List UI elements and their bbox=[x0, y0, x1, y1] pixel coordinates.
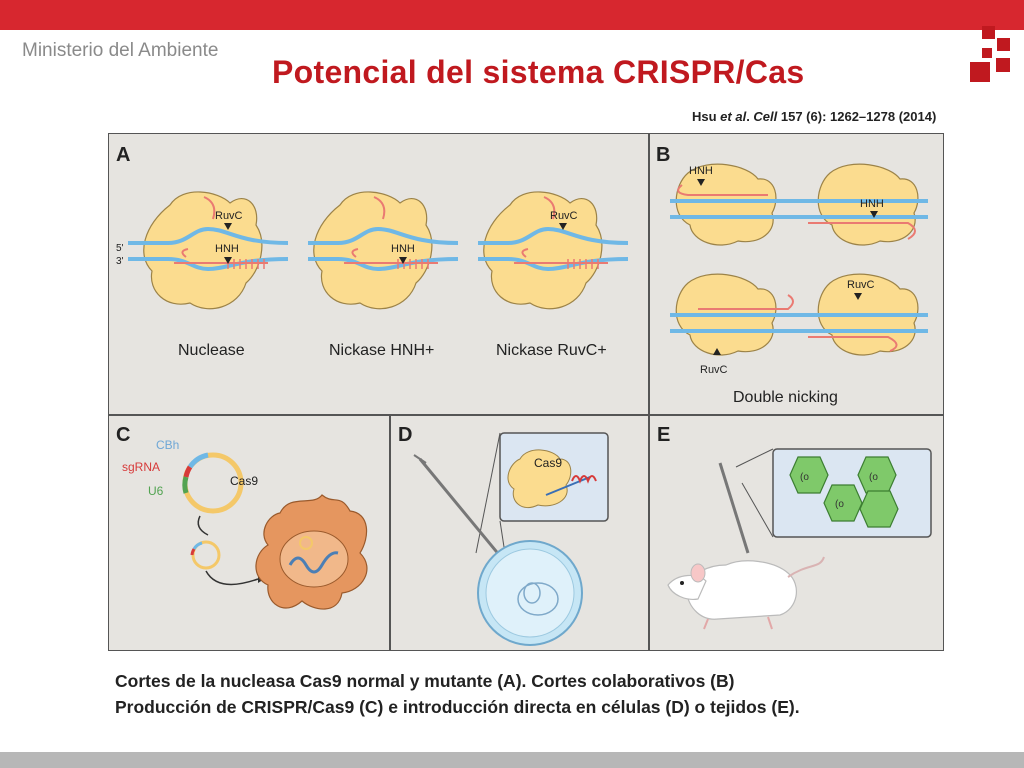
caption-line-1: Cortes de la nucleasa Cas9 normal y muta… bbox=[115, 671, 735, 691]
page-title: Potencial del sistema CRISPR/Cas bbox=[272, 54, 805, 90]
nuclease-ruvc-label: RuvC bbox=[215, 210, 243, 222]
label-u6: U6 bbox=[148, 484, 164, 498]
panel-e-letter: E bbox=[657, 424, 670, 446]
label-cas9-inset: Cas9 bbox=[534, 456, 562, 470]
top-bar bbox=[0, 0, 1024, 30]
label-cbh: CBh bbox=[156, 438, 179, 452]
b-ruvc-label-1: RuvC bbox=[700, 364, 728, 376]
b-hnh-label-1: HNH bbox=[689, 165, 713, 177]
ministry-name: Ministerio del Ambiente bbox=[22, 40, 219, 61]
nuclease-hnh-label: HNH bbox=[215, 243, 239, 255]
ministry-logo bbox=[970, 26, 1010, 82]
label-cas9-plasmid: Cas9 bbox=[230, 474, 258, 488]
label-sgrna: sgRNA bbox=[122, 460, 160, 474]
nuclease-complex: RuvC HNH 5' 3' bbox=[116, 191, 289, 310]
panel-b: B HNH HNH RuvC RuvC Double nicking bbox=[656, 144, 928, 406]
figure-caption: Cortes de la nucleasa Cas9 normal y muta… bbox=[115, 668, 955, 720]
panel-c-letter: C bbox=[116, 424, 130, 446]
svg-text:(o: (o bbox=[800, 472, 809, 483]
label-double-nicking: Double nicking bbox=[733, 389, 838, 406]
nickase-ruvc-complex: RuvC bbox=[478, 191, 629, 310]
b-ruvc-label-2: RuvC bbox=[847, 279, 875, 291]
panel-d-letter: D bbox=[398, 424, 412, 446]
panel-a: A RuvC HNH 5' 3' HNH bbox=[116, 144, 629, 359]
crispr-figure: A RuvC HNH 5' 3' HNH bbox=[108, 133, 944, 651]
b-hnh-label-2: HNH bbox=[860, 198, 884, 210]
nickase-ruvc-site-label: RuvC bbox=[550, 210, 578, 222]
caption-line-2: Producción de CRISPR/Cas9 (C) e introduc… bbox=[115, 697, 800, 717]
strand-3-label: 3' bbox=[116, 256, 124, 267]
bottom-bar bbox=[0, 752, 1024, 768]
protein-b2 bbox=[817, 163, 919, 246]
panel-c: C CBh sgRNA U6 Cas9 bbox=[116, 424, 368, 610]
label-nickase-hnh: Nickase HNH+ bbox=[329, 342, 434, 359]
nickase-hnh-complex: HNH bbox=[308, 191, 459, 310]
panel-d: D Cas9 bbox=[398, 424, 609, 646]
citation: Hsu et al. Cell 157 (6): 1262–1278 (2014… bbox=[692, 109, 937, 124]
label-nuclease: Nuclease bbox=[178, 342, 245, 359]
svg-text:(o: (o bbox=[835, 499, 844, 510]
panel-b-letter: B bbox=[656, 144, 670, 166]
panel-e: E (o (o (o bbox=[657, 424, 932, 630]
strand-5-label: 5' bbox=[116, 243, 124, 254]
svg-text:(o: (o bbox=[869, 472, 878, 483]
label-nickase-ruvc: Nickase RuvC+ bbox=[496, 342, 607, 359]
mouse bbox=[667, 556, 825, 630]
panel-a-letter: A bbox=[116, 144, 130, 166]
nickase-hnh-site-label: HNH bbox=[391, 243, 415, 255]
